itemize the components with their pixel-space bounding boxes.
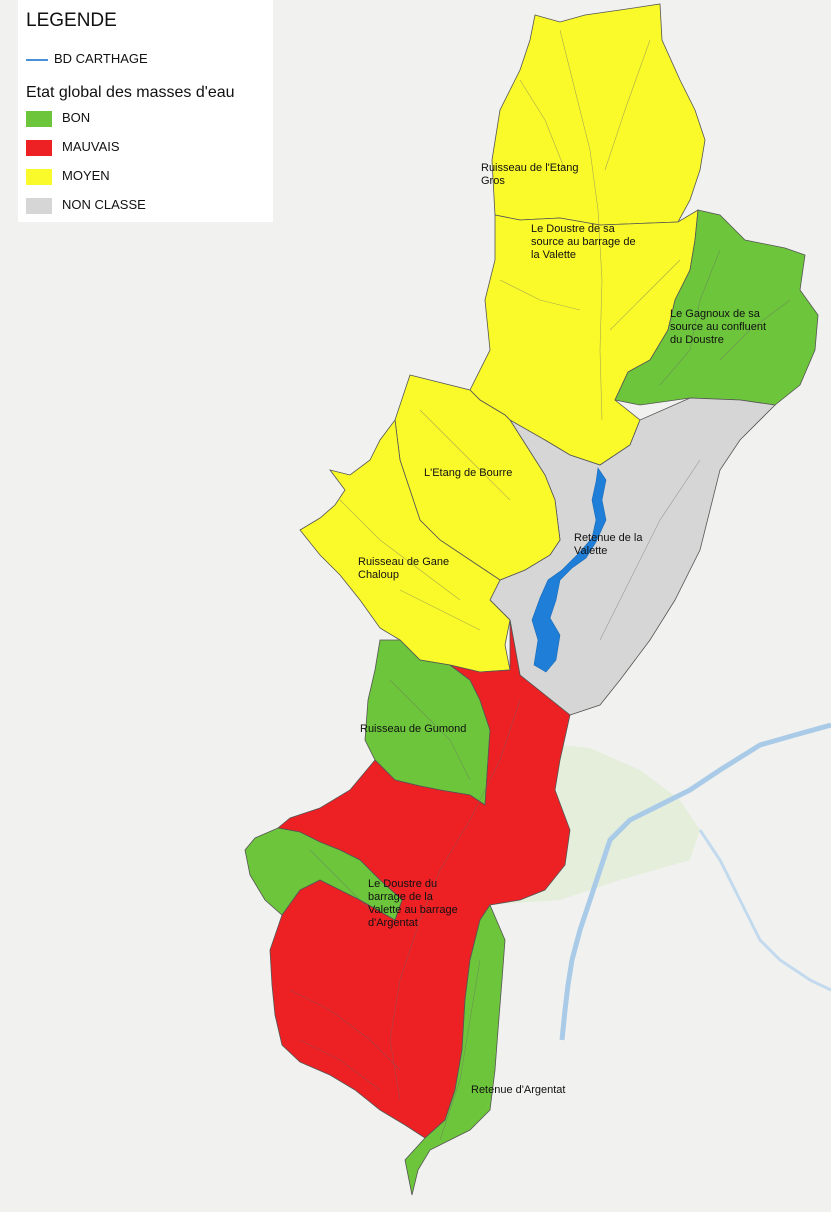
legend-label-bon: BON — [62, 110, 91, 125]
reservoir-valette — [531, 467, 607, 673]
legend-label-non-classe: NON CLASSE — [62, 197, 146, 212]
legend-item-moyen: MOYEN — [26, 167, 110, 185]
legend-swatch-moyen — [26, 168, 52, 185]
drainage-network — [289, 29, 791, 1141]
legend-label-mauvais: MAUVAIS — [62, 139, 120, 154]
river-line-symbol — [26, 58, 48, 61]
label-gumond: Ruisseau de Gumond — [360, 723, 467, 735]
label-retenue-argentat: Retenue d'Argentat — [471, 1084, 566, 1096]
legend-swatch-mauvais — [26, 139, 52, 156]
region-retenue-argentat[interactable] — [404, 904, 506, 1196]
legend-subtitle: Etat global des masses d'eau — [26, 84, 235, 101]
legend-title: LEGENDE — [26, 10, 117, 31]
legend-item-bon: BON — [26, 109, 90, 127]
legend-item-mauvais: MAUVAIS — [26, 138, 120, 156]
legend-label-moyen: MOYEN — [62, 168, 110, 183]
legend-line-entry: BD CARTHAGE — [26, 51, 148, 66]
legend-swatch-non-classe — [26, 197, 52, 214]
legend-item-non-classe: NON CLASSE — [26, 196, 146, 214]
legend-swatch-bon — [26, 110, 52, 127]
map-legend: LEGENDE BD CARTHAGE Etat global des mass… — [18, 0, 273, 222]
background-river-valley — [698, 829, 831, 992]
background-river-dordogne — [559, 722, 831, 1041]
region-etang-gros[interactable] — [491, 3, 706, 226]
label-etang-bourre: L'Etang de Bourre — [424, 467, 513, 479]
legend-line-label: BD CARTHAGE — [54, 51, 148, 66]
